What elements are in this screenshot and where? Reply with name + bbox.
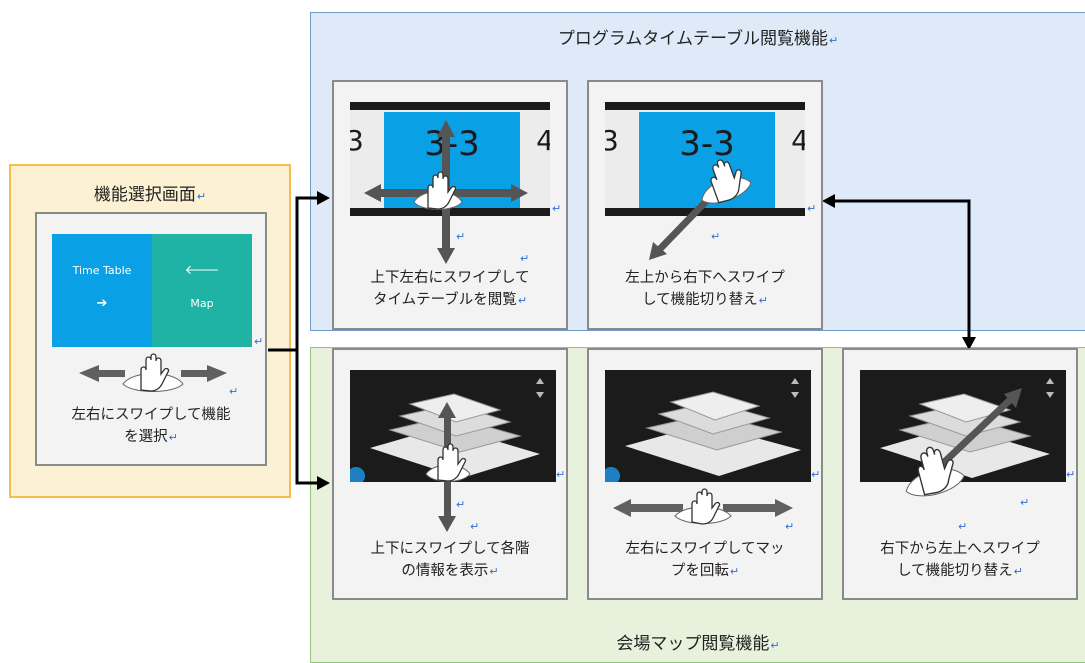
map-card-switch: ↵ ↵ ↵ 右下から左上へスワイプ して機能切り替え↵ (842, 348, 1078, 600)
timetable-left-digit: 3 (605, 124, 619, 157)
return-mark: ↵ (1066, 468, 1076, 481)
swipe-up-down-gesture (425, 402, 471, 532)
select-caption: 左右にスワイプして機能 を選択↵ (71, 407, 231, 445)
timetable-swipe-caption: 上下左右にスワイプして タイムテーブルを閲覧↵ (370, 270, 530, 308)
map-thumbnail (605, 370, 811, 482)
arrow-right-icon: ➔ (96, 296, 108, 311)
map-card-floors: ↵ ↵ ↵ 上下にスワイプして各階 の情報を表示↵ (332, 348, 568, 600)
map-region-title: 会場マップ閲覧機能↵ (616, 634, 780, 654)
timetable-card-switch: 3-3 3 4 ↵ ↵ 左上から右下へスワイプ して機能切り替え↵ (587, 80, 823, 330)
hand-icon (701, 159, 752, 204)
return-mark: ↵ (229, 385, 239, 398)
map-thumbnail (860, 370, 1066, 482)
swipe-left-right-gesture (613, 488, 793, 525)
select-region-title: 機能選択画面↵ (93, 185, 207, 205)
timetable-right-digit: 4 (791, 124, 805, 157)
function-select-thumbnail: Time Table ➔ 🡐 Map (52, 234, 252, 347)
return-mark: ↵ (785, 520, 795, 533)
hand-icon (674, 488, 732, 525)
return-mark: ↵ (1020, 496, 1030, 509)
timetable-tile-label: 3-3 (424, 124, 480, 164)
map-panel: 🡐 Map (152, 234, 252, 347)
map-switch-caption: 右下から左上へスワイプ して機能切り替え↵ (880, 541, 1040, 579)
timetable-left-digit: 3 (350, 124, 364, 157)
hand-icon (905, 446, 965, 497)
timetable-panel-label: Time Table (72, 264, 132, 277)
return-mark: ↵ (556, 468, 566, 481)
return-mark: ↵ (520, 252, 530, 265)
return-mark: ↵ (470, 520, 480, 533)
swipe-diagonal-gesture (905, 388, 1022, 497)
timetable-region-title: プログラムタイムテーブル閲覧機能↵ (557, 29, 839, 49)
return-mark: ↵ (711, 230, 721, 243)
return-mark: ↵ (958, 520, 968, 533)
timetable-panel: Time Table ➔ (52, 234, 152, 347)
return-mark: ↵ (552, 202, 562, 215)
swipe-left-right-gesture (79, 353, 227, 392)
hand-icon (122, 353, 184, 392)
hand-icon (425, 443, 471, 482)
return-mark: ↵ (807, 202, 817, 215)
hand-icon (413, 171, 463, 210)
timetable-switch-caption: 左上から右下へスワイプ して機能切り替え↵ (625, 270, 785, 308)
return-mark: ↵ (254, 335, 264, 348)
timetable-card-swipe: 3-3 3 4 ↵ ↵ ↵ 上下左右にスワイプして タイムテーブルを閲覧↵ (332, 80, 568, 330)
map-rotate-caption: 左右にスワイプしてマッ プを回転↵ (625, 541, 785, 579)
return-mark: ↵ (811, 468, 821, 481)
select-card: Time Table ➔ 🡐 Map ↵ ↵ 左右にスワイプして機能 を選択↵ (35, 212, 267, 466)
return-mark: ↵ (456, 498, 466, 511)
swipe-diagonal-gesture (649, 159, 752, 260)
return-mark: ↵ (456, 230, 466, 243)
map-card-rotate: ↵ ↵ 左右にスワイプしてマッ プを回転↵ (587, 348, 823, 600)
arrow-left-icon: 🡐 (184, 263, 220, 278)
swipe-four-way-gesture (364, 120, 528, 264)
map-panel-label: Map (190, 297, 214, 310)
timetable-tile-label: 3-3 (679, 124, 735, 164)
timetable-right-digit: 4 (536, 124, 550, 157)
map-floors-caption: 上下にスワイプして各階 の情報を表示↵ (370, 541, 530, 579)
